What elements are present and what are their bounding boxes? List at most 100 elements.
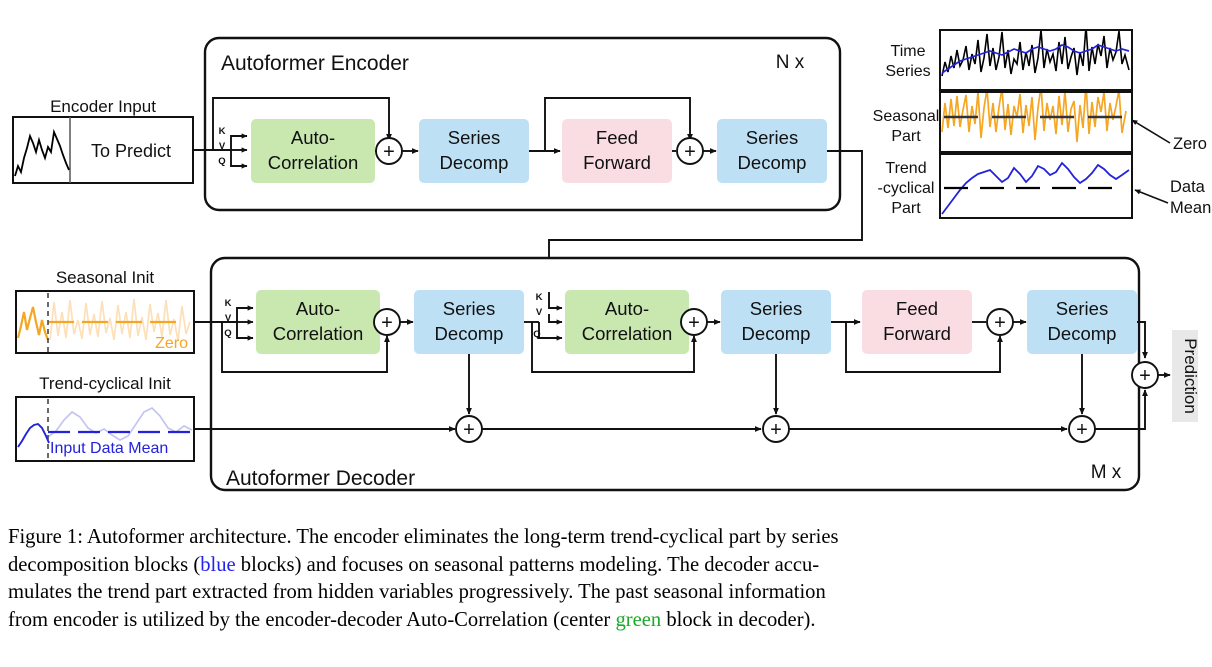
dec-seasonal-output-wire bbox=[1137, 321, 1148, 359]
caption-line-1: Figure 1: Autoformer architecture. The e… bbox=[8, 524, 1206, 552]
decoder-kvq2-label-q: Q bbox=[533, 329, 540, 340]
enc-decomp-1-label-line2: Decomp bbox=[440, 152, 509, 173]
dec-feedforward-block bbox=[862, 290, 972, 354]
encoder-kvq-fan-q bbox=[230, 150, 248, 169]
dec-trend-add-1-symbol: + bbox=[463, 419, 475, 441]
seasonal-zero-annotation: Zero bbox=[1173, 135, 1207, 153]
dec-trend-add-3-symbol: + bbox=[1076, 419, 1088, 441]
enc-feedforward-label-line2: Forward bbox=[583, 152, 651, 173]
dec-feedforward-label-line1: Feed bbox=[896, 298, 938, 319]
dec-decomp-2-block bbox=[721, 290, 831, 354]
encoder-input-box bbox=[12, 116, 194, 184]
decoder-kvq1-label-q: Q bbox=[224, 328, 231, 339]
enc-autocorr-label-line2: Correlation bbox=[268, 152, 359, 173]
dec-decomp-3-label-line1: Series bbox=[1056, 298, 1108, 319]
encoder-input-waveform bbox=[14, 128, 70, 177]
decoder-kvq2-fan-k bbox=[548, 292, 563, 311]
dec-trend-output-wire bbox=[1095, 389, 1148, 430]
caption-line-3: mulates the trend part extracted from hi… bbox=[8, 579, 1206, 607]
time-series-trend-line bbox=[941, 44, 1130, 74]
decoder-residual-wire-3 bbox=[845, 322, 1003, 373]
encoder-kvq-fan-k bbox=[230, 133, 248, 150]
caption-line-3-text: mulates the trend part extracted from hi… bbox=[8, 581, 826, 604]
trend-init-title: Trend-cyclical Init bbox=[39, 374, 171, 393]
caption-blue-word: blue bbox=[200, 553, 236, 576]
enc-decomp-2-label-line1: Series bbox=[746, 127, 798, 148]
legend-time-series-label-line1: Time bbox=[891, 43, 926, 60]
legend-seasonal-part-label-line2: Part bbox=[891, 128, 921, 145]
decoder-title: Autoformer Decoder bbox=[226, 467, 415, 490]
seasonal-init-zero-label: Zero bbox=[155, 335, 188, 352]
legend-trend-part-label-line3: Part bbox=[891, 200, 921, 217]
caption-green-word: green bbox=[615, 608, 662, 631]
prediction-label: Prediction bbox=[1181, 338, 1200, 414]
dec-trend-add-2-symbol: + bbox=[770, 419, 782, 441]
legend-trend-part-label-line1: Trend bbox=[885, 160, 926, 177]
enc-decomp-1-label-line1: Series bbox=[448, 127, 500, 148]
seasonal-init-future-wave bbox=[49, 298, 191, 342]
legend-time-series-label-line2: Series bbox=[885, 63, 930, 80]
prediction-badge bbox=[1172, 330, 1198, 422]
dec-decomp-3-label-line2: Decomp bbox=[1048, 323, 1117, 344]
legend-trend-part-panel bbox=[939, 153, 1133, 219]
caption-line-1-text: Figure 1: Autoformer architecture. The e… bbox=[8, 526, 839, 548]
decoder-kvq2-fan-v bbox=[548, 314, 563, 325]
trend-mean-annotation-line2: Mean bbox=[1170, 199, 1211, 217]
dec-autocorr-2-label-line2: Correlation bbox=[582, 323, 673, 344]
enc-add-1-symbol: + bbox=[383, 141, 395, 163]
dec-add-2-symbol: + bbox=[688, 312, 700, 334]
enc-feedforward-label-line1: Feed bbox=[596, 127, 638, 148]
seasonal-init-observed-wave bbox=[17, 306, 50, 341]
legend-seasonal-part-label-line1: Seasonal bbox=[873, 108, 940, 125]
dec-add-3-symbol: + bbox=[994, 312, 1006, 334]
legend-trend-part-label-line2: -cyclical bbox=[878, 180, 935, 197]
enc-decomp-1-block bbox=[419, 119, 529, 183]
dec-add-1-symbol: + bbox=[381, 312, 393, 334]
trend-init-mean-label: Input Data Mean bbox=[50, 440, 168, 457]
dec-autocorr-1-block bbox=[256, 290, 380, 354]
decoder-kvq1-fan-q bbox=[236, 322, 254, 341]
autoformer-architecture-figure: Autoformer Encoder N x Encoder Input To … bbox=[12, 29, 1211, 492]
encoder-label-v: V bbox=[219, 141, 226, 152]
encoder-title: Autoformer Encoder bbox=[221, 52, 409, 75]
dec-autocorr-1-label-line1: Auto- bbox=[296, 298, 340, 319]
seasonal-part-line bbox=[941, 93, 1127, 143]
enc-decomp-2-label-line2: Decomp bbox=[738, 152, 807, 173]
decoder-residual-wire-2 bbox=[531, 322, 697, 373]
caption-line-4: from encoder is utilized by the encoder-… bbox=[8, 607, 1206, 635]
decoder-kvq1-label-k: K bbox=[225, 298, 232, 309]
legend-time-series-panel bbox=[939, 29, 1133, 91]
encoder-label-q: Q bbox=[218, 156, 225, 167]
encoder-label-k: K bbox=[219, 126, 226, 137]
caption-line-2: decomposition blocks (blue blocks) and f… bbox=[8, 552, 1206, 580]
trend-mean-pointer bbox=[1134, 189, 1169, 204]
dec-decomp-2-label-line2: Decomp bbox=[742, 323, 811, 344]
trend-mean-annotation-line1: Data bbox=[1170, 178, 1206, 196]
dec-decomp-2-label-line1: Series bbox=[750, 298, 802, 319]
trend-init-observed-wave bbox=[17, 422, 50, 448]
enc-autocorr-block bbox=[251, 119, 375, 183]
dec-feedforward-label-line2: Forward bbox=[883, 323, 951, 344]
dec-autocorr-1-label-line2: Correlation bbox=[273, 323, 364, 344]
dec-autocorr-2-label-line1: Auto- bbox=[605, 298, 649, 319]
decoder-kvq2-label-k: K bbox=[536, 292, 543, 303]
enc-feedforward-block bbox=[562, 119, 672, 183]
encoder-repeat-label: N x bbox=[776, 52, 805, 73]
seasonal-init-title: Seasonal Init bbox=[56, 268, 155, 287]
seasonal-zero-pointer bbox=[1131, 119, 1171, 144]
decoder-kvq1-fan-k bbox=[236, 305, 254, 322]
decoder-repeat-label: M x bbox=[1091, 462, 1122, 483]
decoder-kvq2-label-v: V bbox=[536, 307, 543, 318]
caption-line-2-text-a: decomposition blocks ( bbox=[8, 553, 201, 576]
trend-init-future-wave bbox=[47, 406, 193, 441]
enc-add-2-symbol: + bbox=[684, 141, 696, 163]
encoder-input-title: Encoder Input bbox=[50, 97, 156, 116]
caption-line-4-text-a: from encoder is utilized by the encoder-… bbox=[8, 608, 616, 631]
dec-decomp-1-block bbox=[414, 290, 524, 354]
enc-decomp-2-block bbox=[717, 119, 827, 183]
dec-decomp-1-label-line2: Decomp bbox=[435, 323, 504, 344]
dec-autocorr-2-block bbox=[565, 290, 689, 354]
caption-line-2-text-b: blocks) and focuses on seasonal patterns… bbox=[235, 553, 820, 576]
dec-decomp-3-block bbox=[1027, 290, 1137, 354]
encoder-residual-wire-2 bbox=[544, 97, 693, 151]
